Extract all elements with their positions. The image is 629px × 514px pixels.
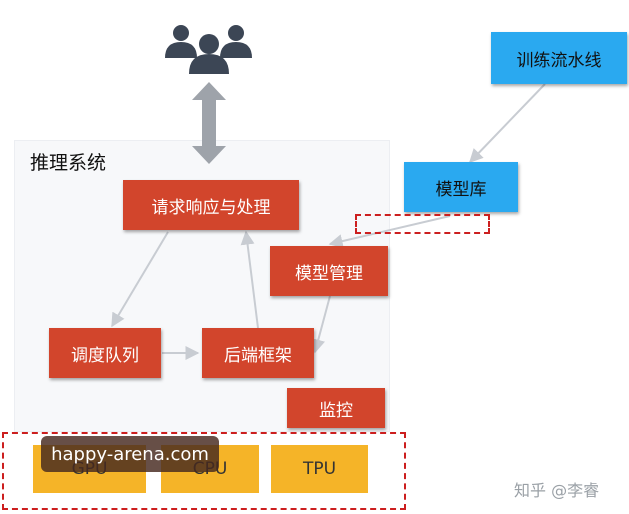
scheduling-queue-node: 调度队列 xyxy=(49,328,161,378)
watermark-badge: happy-arena.com xyxy=(41,436,219,472)
user-system-double-arrow xyxy=(192,82,226,164)
author-credit: 知乎 @李睿 xyxy=(514,481,600,500)
arrow-training-to-repo xyxy=(469,83,546,164)
inference-system-title: 推理系统 xyxy=(30,152,107,174)
request-handler-node: 请求响应与处理 xyxy=(123,180,299,230)
arrow-request-to-queue xyxy=(111,231,169,328)
arrow-repo-to-manager xyxy=(328,215,451,248)
training-pipeline-node: 训练流水线 xyxy=(491,32,627,84)
monitor-node: 监控 xyxy=(287,388,385,428)
users-icon xyxy=(165,25,252,74)
arrow-backend-to-request xyxy=(240,230,259,329)
tpu-node: TPU xyxy=(271,445,368,493)
arrow-manager-to-backend xyxy=(311,295,331,354)
model-repo-node: 模型库 xyxy=(404,162,518,212)
hardware-highlight xyxy=(2,432,406,510)
backend-framework-node: 后端框架 xyxy=(202,328,314,378)
model-manager-node: 模型管理 xyxy=(270,246,388,296)
repo-link-highlight xyxy=(355,214,490,234)
